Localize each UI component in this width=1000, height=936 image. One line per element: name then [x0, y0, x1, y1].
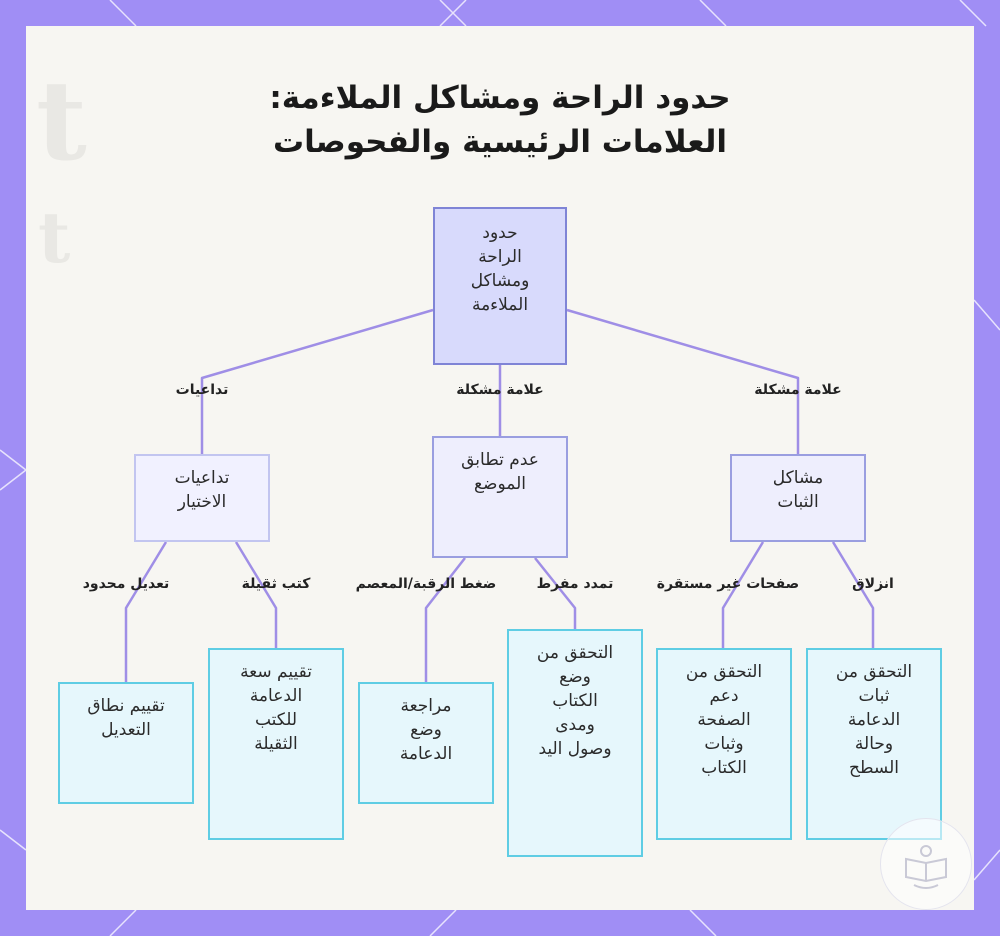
node-text: مراجعة وضع الدعامة	[400, 694, 452, 766]
node-stability-issues: مشاكل الثبات	[730, 454, 866, 542]
node-text-line: حدود	[482, 223, 518, 243]
edge-label-root-stability: علامة مشكلة	[754, 382, 842, 398]
node-text-line: الدعامة	[249, 686, 303, 706]
node-root: حدود الراحة ومشاكل الملاءمة	[433, 207, 567, 365]
edge-choice-capacity	[234, 541, 278, 648]
node-text-line: الدعامة	[847, 710, 901, 730]
node-text-line: عدم تطابق	[461, 450, 539, 470]
node-text-line: تقييم سعة	[240, 662, 312, 682]
node-text-line: الثبات	[777, 492, 819, 512]
node-text-line: الاختيار	[177, 492, 227, 512]
edge-label-mismatch-check: تمدد مفرط	[536, 576, 614, 592]
title-line-2: العلامات الرئيسية والفحوصات	[272, 124, 728, 160]
title-line-1: حدود الراحة ومشاكل الملاءمة:	[269, 80, 731, 116]
node-text-line: مشاكل	[772, 468, 824, 488]
edge-stability-stand	[831, 541, 875, 648]
node-position-mismatch: عدم تطابق الموضع	[432, 436, 568, 558]
node-text-line: الثقيلة	[254, 734, 298, 754]
node-text: حدود الراحة ومشاكل الملاءمة	[471, 221, 530, 317]
node-text-line: تداعيات	[174, 468, 230, 488]
node-text-line: الكتاب	[701, 758, 747, 778]
edge-choice-adjust	[124, 541, 168, 682]
node-text-line: التعديل	[101, 720, 151, 740]
node-text-line: الصفحة	[697, 710, 751, 730]
book-stand-logo-icon	[880, 818, 972, 910]
node-choice-effects: تداعيات الاختيار	[134, 454, 270, 542]
node-text-line: وضع	[559, 667, 591, 687]
edge-mismatch-check	[534, 557, 577, 629]
edge-label-stability-stand: انزلاق	[852, 576, 894, 592]
node-text-line: التحقق من	[685, 662, 763, 682]
node-text-line: الموضع	[474, 474, 526, 494]
node-text-line: التحقق من	[536, 643, 614, 663]
node-text-line: دعم	[709, 686, 739, 706]
node-review-position: مراجعة وضع الدعامة	[358, 682, 494, 804]
edge-label-choice-capacity: كتب ثقيلة	[241, 576, 311, 592]
node-check-stand-stability: التحقق من ثبات الدعامة وحالة السطح	[806, 648, 942, 840]
edge-root-stability	[566, 308, 800, 454]
node-text: تداعيات الاختيار	[175, 466, 230, 514]
node-text: تقييم نطاق التعديل	[87, 694, 164, 742]
node-text: مشاكل الثبات	[773, 466, 823, 514]
node-text: التحقق من دعم الصفحة وثبات الكتاب	[686, 660, 762, 780]
node-check-page-support: التحقق من دعم الصفحة وثبات الكتاب	[656, 648, 792, 840]
node-text-line: تقييم نطاق	[87, 696, 165, 716]
node-text-line: وحالة	[854, 734, 894, 754]
node-text-line: مراجعة	[400, 696, 452, 716]
node-text-line: وضع	[410, 720, 442, 740]
node-text-line: وثبات	[704, 734, 744, 754]
node-text-line: الراحة	[478, 247, 522, 267]
edge-label-root-mismatch: علامة مشكلة	[456, 382, 544, 398]
node-text-line: السطح	[849, 758, 899, 778]
edge-label-stability-page: صفحات غير مستقرة	[656, 576, 800, 592]
node-text-line: للكتب	[254, 710, 298, 730]
node-text: التحقق من ثبات الدعامة وحالة السطح	[836, 660, 912, 780]
node-text-line: التحقق من	[835, 662, 913, 682]
node-text-line: ومدى	[555, 715, 595, 735]
node-text-line: ثبات	[858, 686, 890, 706]
edge-label-root-choice: تداعيات	[175, 382, 229, 398]
node-assess-adjust: تقييم نطاق التعديل	[58, 682, 194, 804]
edge-stability-page	[721, 541, 765, 648]
node-text-line: ومشاكل	[470, 271, 530, 291]
node-text-line: الكتاب	[552, 691, 598, 711]
node-text: التحقق من وضع الكتاب ومدى وصول اليد	[537, 641, 613, 761]
node-text-line: وصول اليد	[538, 739, 612, 759]
edge-mismatch-review	[424, 557, 466, 682]
edge-label-mismatch-review: ضغط الرقبة/المعصم	[355, 576, 497, 592]
edge-label-choice-adjust: تعديل محدود	[82, 576, 170, 592]
node-check-book-position: التحقق من وضع الكتاب ومدى وصول اليد	[507, 629, 643, 857]
node-text-line: الملاءمة	[471, 295, 529, 315]
node-text-line: الدعامة	[399, 744, 453, 764]
edge-root-choice	[200, 308, 434, 454]
background-watermark: t	[38, 196, 71, 279]
node-assess-capacity: تقييم سعة الدعامة للكتب الثقيلة	[208, 648, 344, 840]
background-watermark: t	[36, 56, 87, 185]
node-text: عدم تطابق الموضع	[461, 448, 539, 496]
node-text: تقييم سعة الدعامة للكتب الثقيلة	[240, 660, 312, 756]
